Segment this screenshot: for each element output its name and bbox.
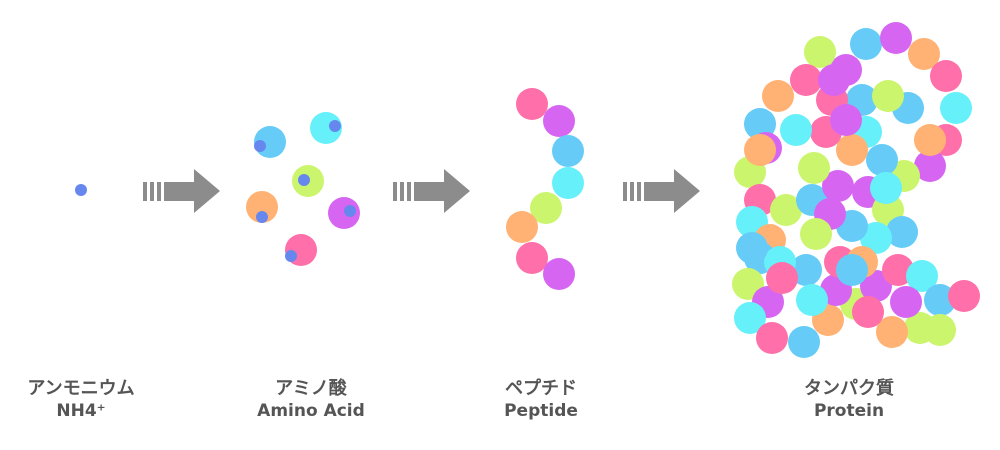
peptide-bead <box>543 105 575 137</box>
protein-bead <box>930 60 962 92</box>
protein-bead <box>744 134 776 166</box>
protein-bead <box>796 284 828 316</box>
protein-bead <box>800 218 832 250</box>
ammonium-label-en: NH4⁺ <box>56 401 106 421</box>
protein-bead <box>876 316 908 348</box>
peptide-bead <box>552 135 584 167</box>
protein-bead <box>744 108 776 140</box>
protein-bead <box>886 216 918 248</box>
ammonium-dot <box>75 184 87 196</box>
ammonium-label-ja: アンモニウム <box>27 378 135 399</box>
amino-acid-bead <box>246 191 278 223</box>
protein-bead <box>860 222 892 254</box>
protein-bead <box>908 38 940 70</box>
protein-bead <box>762 80 794 112</box>
protein-bead <box>914 150 946 182</box>
protein-label-en: Protein <box>813 401 885 421</box>
arrow-icon <box>623 169 700 213</box>
protein-bead <box>836 134 868 166</box>
protein-bead <box>872 80 904 112</box>
protein-bead <box>836 254 868 286</box>
ammonium-label: アンモニウム NH4⁺ <box>0 378 181 422</box>
peptide-bead <box>516 88 548 120</box>
protein-bead <box>852 296 884 328</box>
protein-bead <box>822 170 854 202</box>
protein-bead <box>798 152 830 184</box>
ammonium-molecule <box>75 184 87 196</box>
nitrogen-dot <box>344 205 356 217</box>
protein-bead <box>924 314 956 346</box>
arrow-icon <box>393 169 470 213</box>
peptide-bead <box>552 167 584 199</box>
amino-acid-label-ja: アミノ酸 <box>275 378 347 399</box>
protein-bead <box>804 36 836 68</box>
protein-bead <box>940 92 972 124</box>
peptide-bead <box>530 192 562 224</box>
protein-bead <box>790 64 822 96</box>
protein-bead <box>830 104 862 136</box>
protein-bead <box>770 194 802 226</box>
nitrogen-dot <box>298 174 310 186</box>
protein-bead <box>914 124 946 156</box>
protein-bead <box>756 322 788 354</box>
protein-bead <box>736 232 768 264</box>
protein-bead <box>890 286 922 318</box>
peptide-label: ペプチド Peptide <box>441 378 641 422</box>
nitrogen-dot <box>285 250 297 262</box>
protein-bead <box>866 144 898 176</box>
protein-bead <box>948 280 980 312</box>
protein-bead <box>734 302 766 334</box>
protein-label: タンパク質 Protein <box>749 378 949 422</box>
peptide-bead <box>516 242 548 274</box>
protein-bead <box>882 254 914 286</box>
amino-acid-label: アミノ酸 Amino Acid <box>211 378 411 422</box>
amino-acid-bead <box>328 197 360 229</box>
nitrogen-dot <box>254 140 266 152</box>
arrow-icon <box>143 169 220 213</box>
protein-bead <box>924 284 956 316</box>
protein-bead <box>860 270 892 302</box>
protein-bead <box>906 260 938 292</box>
protein-cluster <box>732 22 980 358</box>
peptide-label-ja: ペプチド <box>505 378 577 399</box>
protein-bead <box>788 326 820 358</box>
amino-acid-label-en: Amino Acid <box>257 401 365 421</box>
protein-bead <box>880 22 912 54</box>
protein-bead <box>870 172 902 204</box>
peptide-label-en: Peptide <box>504 401 578 421</box>
protein-bead <box>780 114 812 146</box>
amino-acid-bead <box>310 112 342 144</box>
nitrogen-dot <box>329 120 341 132</box>
peptide-chain <box>506 88 584 290</box>
peptide-bead <box>506 211 538 243</box>
nitrogen-dot <box>256 211 268 223</box>
protein-label-ja: タンパク質 <box>804 378 894 399</box>
protein-bead <box>818 64 850 96</box>
amino-acid-group <box>246 112 360 266</box>
peptide-bead <box>543 258 575 290</box>
protein-bead <box>850 28 882 60</box>
protein-bead <box>766 262 798 294</box>
